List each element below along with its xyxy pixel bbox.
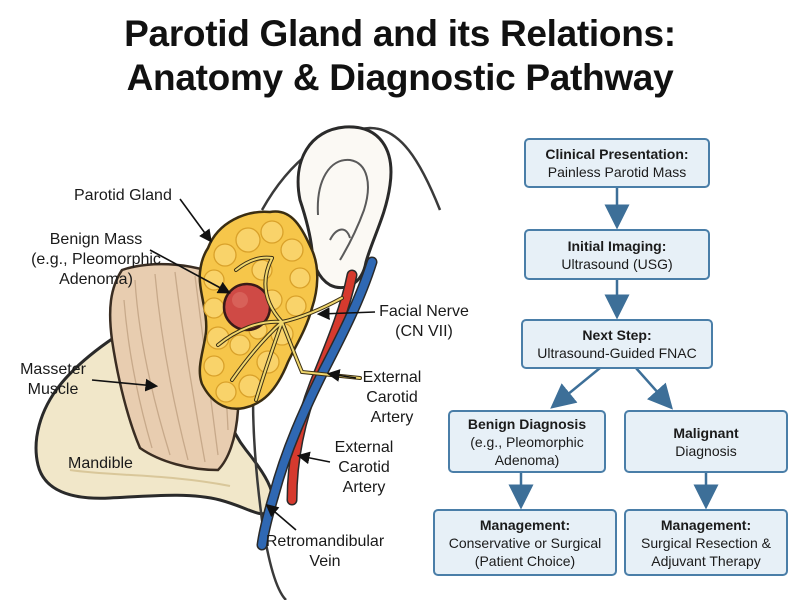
box-clinical-presentation: Clinical Presentation: Painless Parotid …	[524, 138, 710, 188]
malignant-text: Diagnosis	[675, 442, 737, 459]
next-step-text: Ultrasound-Guided FNAC	[537, 345, 697, 361]
box-next-step: Next Step: Ultrasound-Guided FNAC	[521, 319, 713, 369]
title-line-2: Anatomy & Diagnostic Pathway	[126, 57, 674, 98]
label-facial-nerve: Facial Nerve (CN VII)	[376, 302, 472, 342]
box-management-benign: Management: Conservative or Surgical (Pa…	[433, 509, 617, 576]
page-title: Parotid Gland and its Relations: Anatomy…	[0, 12, 800, 100]
label-eca2-line3: Artery	[342, 479, 386, 496]
arrow-fnac-to-benign	[550, 367, 601, 409]
leader-parotid	[179, 198, 212, 243]
next-step-title: Next Step:	[582, 327, 652, 343]
benign-title: Benign Diagnosis	[467, 415, 587, 432]
anatomy-illustration	[34, 125, 442, 600]
box-initial-imaging: Initial Imaging: Ultrasound (USG)	[524, 229, 710, 280]
leader-masseter	[91, 378, 159, 392]
clinical-text: Painless Parotid Mass	[547, 164, 687, 180]
imaging-title: Initial Imaging:	[567, 237, 667, 254]
leader-retro-vein	[265, 503, 297, 531]
mgmt-malignant-title: Management:	[660, 516, 752, 533]
arrow-fnac-to-malignant	[635, 367, 673, 410]
label-benign-mass: Benign Mass (e.g., Pleomorphic Adenoma)	[16, 230, 176, 290]
mgmt-malignant-text-2: Adjuvant Therapy	[651, 552, 761, 569]
box-management-malignant: Management: Surgical Resection & Adjuvan…	[624, 509, 788, 576]
benign-text-1: (e.g., Pleomorphic	[470, 433, 584, 450]
label-retro-line2: Vein	[309, 553, 341, 570]
label-mandible: Mandible	[68, 455, 133, 472]
label-facial-nerve-line2: (CN VII)	[395, 323, 453, 340]
label-eca1-line2: Carotid	[366, 389, 418, 406]
label-external-carotid-artery-2: External Carotid Artery	[326, 438, 402, 498]
imaging-text: Ultrasound (USG)	[561, 255, 673, 272]
mgmt-benign-text-1: Conservative or Surgical	[448, 534, 602, 551]
leader-ext-carotid-2	[296, 451, 331, 465]
benign-text-2: Adenoma)	[494, 451, 560, 468]
leader-facial-nerve	[316, 307, 376, 321]
label-external-carotid-artery-1: External Carotid Artery	[354, 368, 430, 428]
malignant-title: Malignant	[673, 424, 739, 441]
box-benign-diagnosis: Benign Diagnosis (e.g., Pleomorphic Aden…	[448, 410, 606, 473]
label-masseter-muscle: Masseter Muscle	[8, 360, 98, 400]
label-facial-nerve-line1: Facial Nerve	[379, 303, 469, 320]
box-malignant-diagnosis: Malignant Diagnosis	[624, 410, 788, 473]
clinical-title: Clinical Presentation:	[545, 146, 689, 162]
leader-ext-carotid-1	[326, 369, 357, 382]
label-retromandibular-vein: Retromandibular Vein	[250, 532, 400, 572]
label-eca2-line1: External	[334, 439, 394, 456]
label-eca1-line3: Artery	[370, 409, 414, 426]
mgmt-malignant-text-1: Surgical Resection &	[641, 534, 771, 551]
label-masseter-line1: Masseter	[20, 361, 86, 378]
leader-benign-mass	[149, 249, 231, 294]
mgmt-benign-title: Management:	[479, 516, 571, 533]
label-benign-mass-line1: Benign Mass	[49, 231, 143, 248]
title-line-1: Parotid Gland and its Relations:	[124, 13, 676, 54]
label-retro-line1: Retromandibular	[265, 533, 385, 550]
label-eca1-line1: External	[362, 369, 422, 386]
label-parotid-gland: Parotid Gland	[74, 187, 172, 204]
label-benign-mass-line3: Adenoma)	[59, 271, 133, 288]
mgmt-benign-text-2: (Patient Choice)	[474, 552, 576, 569]
label-benign-mass-line2: (e.g., Pleomorphic	[31, 251, 161, 268]
label-masseter-line2: Muscle	[27, 381, 79, 398]
label-eca2-line2: Carotid	[338, 459, 390, 476]
